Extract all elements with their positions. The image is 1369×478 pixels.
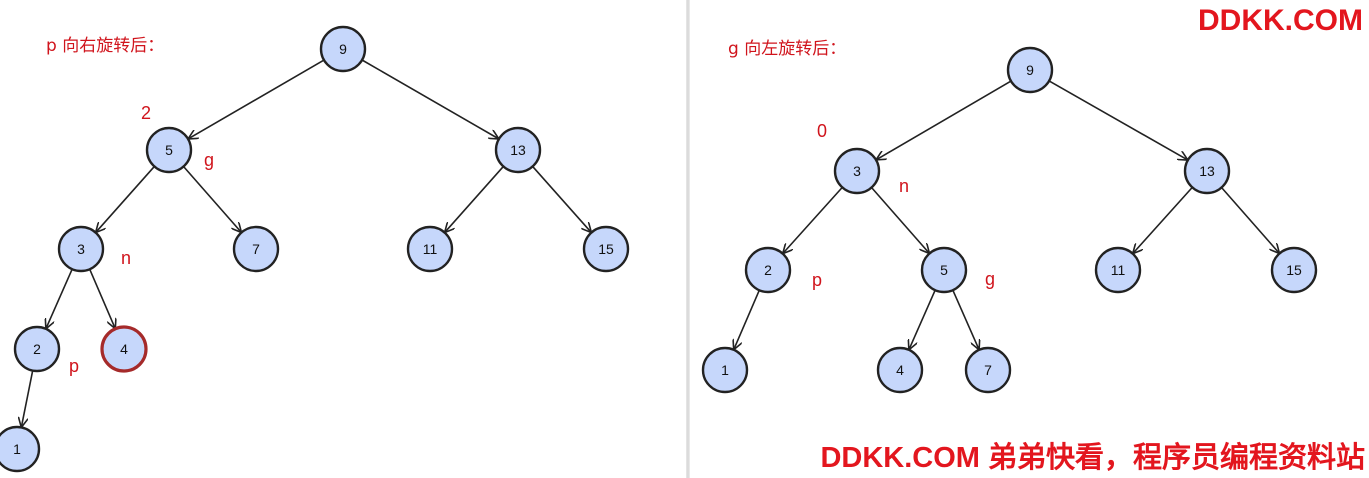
left-node-label: 9 [339, 41, 347, 57]
right-node-label: 7 [984, 362, 992, 378]
left-height-label: 2 [141, 103, 152, 123]
right-edge-n13-n11 [1133, 186, 1193, 253]
left-node-label: 1 [13, 441, 21, 457]
right-caption: g 向左旋转后： [728, 39, 847, 59]
left-node-circle [100, 325, 148, 373]
right-edge-n13-n15 [1220, 186, 1279, 253]
right-node-circle [964, 346, 1012, 394]
right-edge-n2-n1 [734, 289, 761, 349]
right-node-label: 9 [1026, 62, 1034, 78]
left-node-3: 3 [57, 225, 105, 273]
left-edge-n3-n2 [46, 268, 73, 328]
left-edge-n9-n13 [361, 59, 498, 139]
right-edge-n5-n7 [952, 289, 979, 349]
left-node-circle [232, 225, 280, 273]
left-label-n: n [121, 248, 132, 268]
right-edge-n9-n13 [1048, 80, 1187, 160]
panel-divider [686, 0, 690, 478]
right-edge-n3-n5 [870, 186, 929, 253]
nodes-layer: 9 5 13 3 7 11 15 2 4 1 9 3 13 2 5 11 15 1 4 7 [0, 25, 1318, 473]
left-edge-n5-n7 [182, 165, 241, 232]
right-node-circle [744, 246, 792, 294]
right-edge-n3-n2 [783, 186, 843, 253]
left-edge-n13-n11 [445, 165, 504, 231]
right-node-15: 15 [1270, 246, 1318, 294]
right-node-9: 9 [1006, 46, 1054, 94]
left-node-circle [145, 126, 193, 174]
left-node-11: 11 [406, 225, 454, 273]
left-node-circle [0, 425, 41, 473]
right-node-circle [701, 346, 749, 394]
right-node-circle [1094, 246, 1142, 294]
right-node-label: 13 [1199, 163, 1215, 179]
right-node-5: 5 [920, 246, 968, 294]
right-node-label: 11 [1111, 262, 1126, 278]
right-label-p: p [812, 270, 823, 290]
left-caption: p 向右旋转后： [46, 36, 165, 56]
left-edge-n3-n4 [88, 268, 115, 328]
left-node-7: 7 [232, 225, 280, 273]
edges-layer [22, 59, 1279, 427]
watermark-bottom: DDKK.COM 弟弟快看，程序员编程资料站 [820, 442, 1365, 474]
left-node-9: 9 [319, 25, 367, 73]
right-node-label: 5 [940, 262, 948, 278]
right-label-n: n [899, 176, 910, 196]
right-node-circle [1183, 147, 1231, 195]
right-label-g: g [985, 269, 996, 289]
right-node-circle [1006, 46, 1054, 94]
right-node-13: 13 [1183, 147, 1231, 195]
right-node-circle [1270, 246, 1318, 294]
right-node-label: 15 [1286, 262, 1302, 278]
right-node-1: 1 [701, 346, 749, 394]
left-node-5: 5 [145, 126, 193, 174]
right-node-circle [876, 346, 924, 394]
left-node-13: 13 [494, 126, 542, 174]
right-node-label: 1 [721, 362, 729, 378]
left-edge-n13-n15 [532, 165, 591, 231]
right-node-11: 11 [1094, 246, 1142, 294]
left-edge-n2-n1 [22, 370, 34, 427]
left-node-circle [582, 225, 630, 273]
left-node-label: 7 [252, 241, 260, 257]
left-label-g: g [204, 150, 215, 170]
left-node-1: 1 [0, 425, 41, 473]
right-node-circle [920, 246, 968, 294]
left-edge-n5-n3 [96, 165, 155, 231]
left-node-circle [13, 325, 61, 373]
left-node-4: 4 [100, 325, 148, 373]
left-node-label: 3 [77, 241, 85, 257]
left-node-label: 11 [423, 241, 438, 257]
left-node-label: 4 [120, 341, 128, 357]
left-node-circle [319, 25, 367, 73]
right-node-label: 4 [896, 362, 904, 378]
left-node-2: 2 [13, 325, 61, 373]
right-node-2: 2 [744, 246, 792, 294]
left-node-circle [494, 126, 542, 174]
right-node-label: 2 [764, 262, 772, 278]
watermark-top: DDKK.COM [1198, 4, 1363, 37]
right-node-4: 4 [876, 346, 924, 394]
right-edge-n9-n3 [877, 80, 1012, 159]
right-node-label: 3 [853, 163, 861, 179]
right-node-3: 3 [833, 147, 881, 195]
right-height-label: 0 [817, 121, 828, 141]
left-node-label: 2 [33, 341, 41, 357]
right-node-7: 7 [964, 346, 1012, 394]
left-node-label: 5 [165, 142, 173, 158]
left-node-label: 13 [510, 142, 526, 158]
left-node-label: 15 [598, 241, 614, 257]
left-edge-n9-n5 [189, 59, 325, 138]
right-node-circle [833, 147, 881, 195]
left-node-circle [57, 225, 105, 273]
left-label-p: p [69, 356, 80, 376]
left-node-circle [406, 225, 454, 273]
left-node-15: 15 [582, 225, 630, 273]
right-edge-n5-n4 [909, 289, 936, 349]
